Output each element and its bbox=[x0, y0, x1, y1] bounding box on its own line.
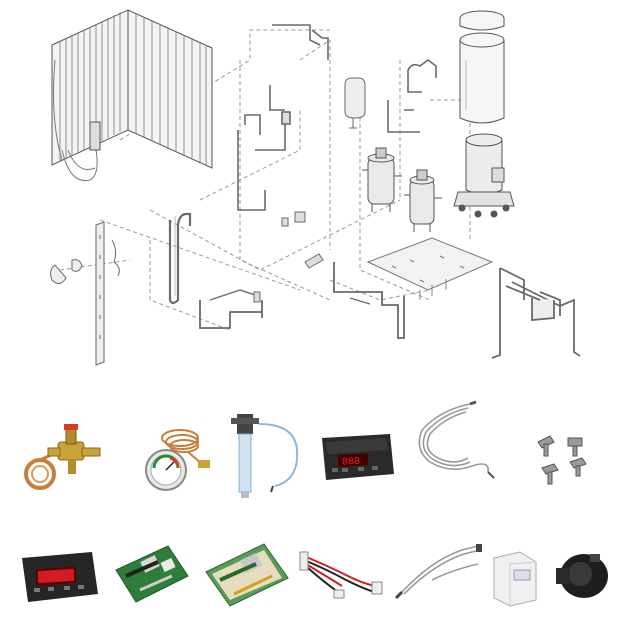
svg-text:888: 888 bbox=[342, 457, 361, 469]
assembly-guide-lines bbox=[59, 29, 471, 331]
pipe-assembly-left bbox=[237, 24, 329, 211]
rubber-mounts-part bbox=[537, 435, 587, 485]
valve-small bbox=[281, 211, 324, 269]
solenoid-coil-part bbox=[556, 554, 608, 598]
mounting-bracket-left bbox=[50, 221, 120, 366]
sensor-cable-part bbox=[394, 544, 482, 600]
sight-tube-part bbox=[231, 414, 299, 498]
scroll-compressor-left bbox=[362, 147, 402, 212]
base-plate bbox=[366, 237, 494, 291]
liquid-receiver bbox=[344, 77, 366, 129]
condenser-coil bbox=[51, 9, 213, 182]
pipe-assembly-right bbox=[491, 267, 581, 359]
exploded-view-diagram bbox=[50, 9, 581, 366]
pipe-j-bend bbox=[168, 212, 192, 305]
expansion-valve-part bbox=[24, 424, 101, 490]
pcb-board-small-part bbox=[115, 545, 189, 603]
pressure-gauge-part bbox=[145, 429, 210, 491]
wiring-harness-part bbox=[299, 551, 383, 599]
suction-line bbox=[199, 300, 263, 329]
digital-controller-part: 888 bbox=[322, 434, 394, 480]
din-relay-part bbox=[493, 551, 537, 607]
cylindrical-tank bbox=[459, 10, 505, 124]
thermostat-controller-part bbox=[22, 552, 98, 602]
pcb-board-large-part bbox=[205, 543, 289, 607]
scroll-compressor-right bbox=[404, 169, 442, 232]
pipe-loop-upper bbox=[407, 59, 437, 93]
temperature-probe-part bbox=[418, 400, 495, 479]
compressor-large bbox=[453, 133, 515, 218]
discharge-line bbox=[333, 262, 405, 339]
